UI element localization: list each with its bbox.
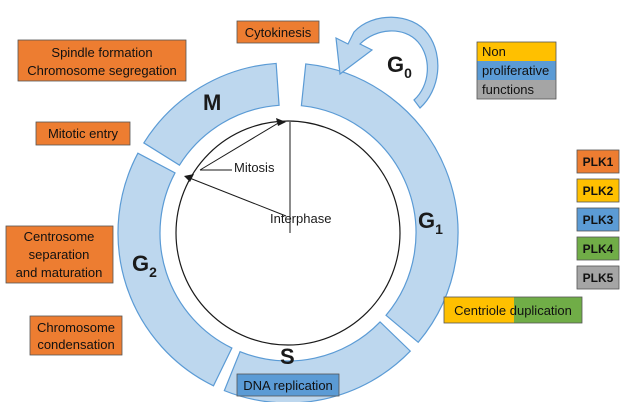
g0-loop-arrow [335,16,439,109]
nonprolif-border [476,41,557,100]
mitosis-arc-arrow [199,121,281,171]
legend-label-plk2: PLK2 [583,184,614,198]
dna-replication-box [236,373,340,397]
phase-label-g2: G2 [132,251,157,280]
phase-label-m: M [203,90,221,115]
legend-label-plk4: PLK4 [583,242,614,256]
ring-segment-m [143,62,280,166]
legend-swatch-plk2 [576,178,620,203]
mitosis-label: Mitosis [234,160,275,175]
spindle-box [17,39,187,82]
nonprolif-text-line2: proliferative [482,63,549,78]
phase-label-g0: G0 [387,52,412,81]
legend-swatch-plk3 [576,207,620,232]
phase-label-s: S [280,344,295,369]
mitosis-arrowhead-left [184,174,194,182]
centrosome-text-line2: separation [29,247,90,262]
mitosis-radius-line [186,176,287,217]
mitotic-entry-box [35,121,131,146]
nonprolif-band-plk3 [477,61,556,80]
mitotic-entry-text: Mitotic entry [48,126,119,141]
condensation-text-line2: condensation [37,337,114,352]
centrosome-text-line1: Centrosome [24,229,95,244]
cytokinesis-text: Cytokinesis [245,25,312,40]
interphase-label: Interphase [270,211,331,226]
centrosome-box [5,225,114,284]
centriole-duplication-text: Centriole duplication [454,303,572,318]
phase-label-g1: G1 [418,208,443,237]
nonprolif-text-line1: Non [482,44,506,59]
cytokinesis-box [236,20,320,44]
ring-segment-g2 [117,152,233,387]
inner-circle [175,120,401,346]
spindle-text-line2: Chromosome segregation [27,63,177,78]
nonprolif-band-plk5 [477,80,556,99]
centriole-box-plk2 [444,297,514,323]
centriole-box-plk4 [514,297,582,323]
mitosis-arrowhead-top [276,118,286,126]
legend-swatch-plk5 [576,265,620,290]
centrosome-text-line3: and maturation [16,265,103,280]
legend-swatch-plk4 [576,236,620,261]
centriole-box-border [443,296,583,324]
legend-swatch-plk1 [576,149,620,174]
condensation-text-line1: Chromosome [37,320,115,335]
nonprolif-text-line3: functions [482,82,535,97]
dna-replication-text: DNA replication [243,378,333,393]
legend-label-plk1: PLK1 [583,155,614,169]
ring-segment-g1 [300,63,459,344]
legend-label-plk3: PLK3 [583,213,614,227]
legend-label-plk5: PLK5 [583,271,614,285]
condensation-box [29,315,123,356]
nonprolif-band-plk2 [477,42,556,61]
spindle-text-line1: Spindle formation [51,45,152,60]
